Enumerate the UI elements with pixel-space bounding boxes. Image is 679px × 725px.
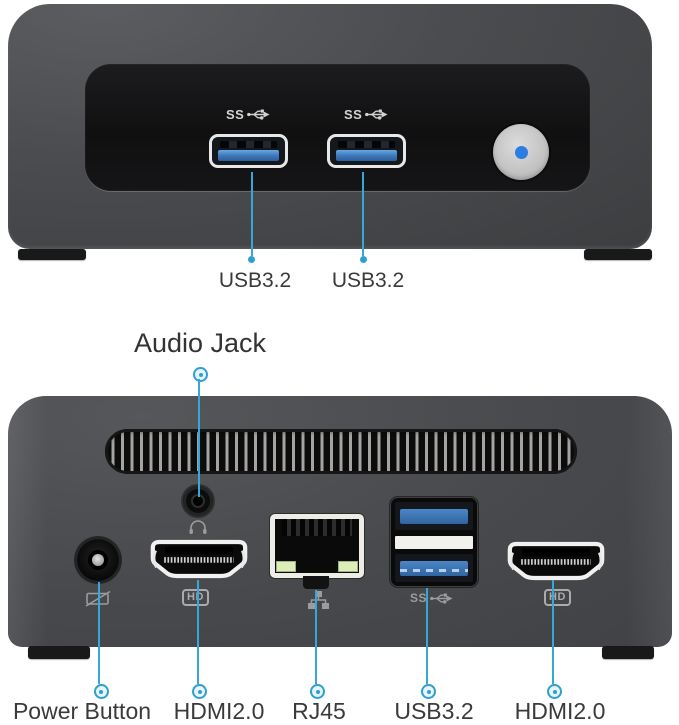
ventilation-grille: [105, 429, 577, 474]
ethernet-icon: [308, 591, 329, 609]
rear-port-label-usb: USB3.2: [394, 698, 474, 724]
callout-line-rj45: [314, 590, 317, 684]
audio-jack-label: Audio Jack: [133, 328, 267, 358]
front-port-label-usb1: USB3.2: [218, 269, 292, 292]
front-foot-right: [584, 249, 652, 260]
usb-ss-text: SS: [344, 107, 363, 122]
callout-dot: [93, 684, 109, 699]
power-button: [493, 124, 549, 180]
callout-line-hdmi-left: [196, 580, 199, 684]
callout-line-usb: [425, 588, 428, 684]
rear-port-label-power: Power Button: [12, 698, 152, 724]
hd-icon: HD: [544, 589, 571, 606]
usb-tongue: [218, 150, 279, 161]
usb-superspeed-icon: SS: [226, 107, 270, 122]
callout-dot: [421, 684, 436, 699]
callout-line-usb1: [250, 172, 253, 256]
callout-dot: [359, 256, 367, 263]
rear-port-label-hdmi-left: HDMI2.0: [173, 698, 265, 724]
usb-port-front-2: [327, 134, 406, 168]
rear-port-label-hdmi-right: HDMI2.0: [514, 698, 606, 724]
rj45-port: [270, 514, 364, 578]
usb-tongue: [400, 561, 468, 576]
rj45-led-right: [338, 561, 358, 572]
rear-port-label-rj45: RJ45: [292, 698, 346, 724]
usb-tongue: [400, 509, 468, 524]
front-port-label-usb2: USB3.2: [331, 269, 405, 292]
usb-trident-icon: [247, 109, 270, 120]
callout-line-power: [98, 582, 100, 684]
callout-line-audio: [197, 379, 200, 497]
usb-port-rear-top: [395, 502, 473, 530]
hd-icon: HD: [182, 589, 209, 606]
usb-ss-text: SS: [410, 591, 428, 605]
hdmi-port-right: [507, 541, 605, 581]
usb-tongue: [336, 150, 397, 161]
rj45-pins: [282, 519, 352, 536]
rear-foot-right: [602, 646, 654, 659]
rj45-cavity: [275, 519, 359, 573]
callout-dot: [192, 684, 207, 699]
rear-foot-left: [28, 646, 90, 659]
usb-superspeed-icon: SS: [410, 591, 453, 605]
rj45-led-left: [276, 561, 296, 572]
callout-dot: [310, 684, 325, 699]
usb-superspeed-icon: SS: [344, 107, 388, 122]
dc-power-jack: [77, 539, 119, 581]
callout-dot: [547, 684, 562, 699]
usb-trident-icon: [365, 109, 388, 120]
usb-pins: [220, 141, 277, 148]
callout-dot-audio: [193, 367, 208, 382]
usb-trident-icon: [430, 593, 453, 604]
hdmi-port-left: [150, 539, 248, 579]
callout-dot: [248, 256, 255, 263]
usb-port-front-1: [209, 134, 288, 168]
rj45-latch: [303, 576, 329, 589]
usb-stack-divider: [395, 535, 473, 549]
power-led: [514, 145, 528, 159]
front-foot-left: [18, 249, 86, 260]
usb-pins: [338, 141, 395, 148]
dc-pin: [92, 554, 104, 566]
callout-line-hdmi-right: [551, 580, 554, 684]
usb-port-rear-bottom: [395, 554, 473, 582]
usb-port-stack: [390, 497, 478, 587]
usb-ss-text: SS: [226, 107, 245, 122]
callout-line-usb2: [362, 172, 364, 256]
headphone-icon: [189, 520, 207, 534]
